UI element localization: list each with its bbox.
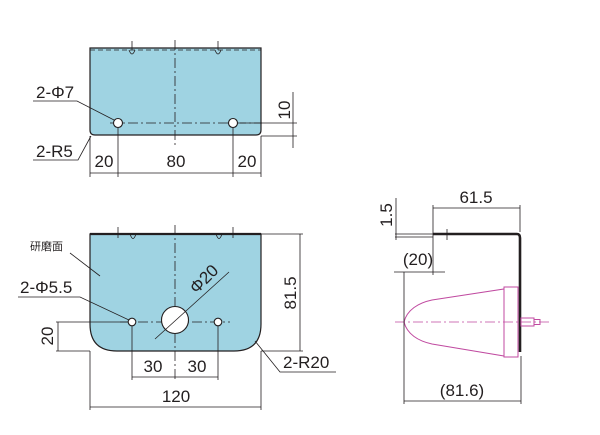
dim-center: 80 — [167, 152, 186, 171]
top-plate — [89, 47, 262, 136]
mounting-hole — [213, 317, 223, 327]
dimension-line — [240, 92, 297, 148]
dim-right: 20 — [238, 152, 257, 171]
dimension-line — [131, 326, 219, 380]
mounting-hole — [127, 317, 137, 327]
bracket-profile — [433, 232, 522, 352]
mounting-hole — [227, 117, 239, 129]
corner-callout: 2-R5 — [36, 142, 73, 161]
dimension-line — [89, 351, 262, 410]
diameter-line — [154, 271, 230, 340]
leader-line — [254, 340, 336, 373]
dim-hole-height: 20 — [38, 327, 57, 346]
dim-depth: 61.5 — [459, 188, 492, 207]
polished-surface-label: 研磨面 — [30, 240, 63, 253]
dimension-line — [56, 321, 128, 352]
lamp-body — [403, 288, 505, 357]
dim-hole-offset: 10 — [275, 101, 294, 120]
hidden-notch — [128, 41, 222, 55]
dimension-line — [261, 233, 303, 352]
slot-notch — [117, 227, 234, 239]
side-view: 61.5 1.5 (20) (81.6) — [377, 188, 550, 404]
leader-line — [18, 296, 130, 321]
dim-right-spacing: 30 — [188, 357, 207, 376]
hole-callout: 2-Φ7 — [36, 83, 74, 102]
corner-callout: 2-R20 — [283, 353, 329, 372]
leader-line — [69, 252, 101, 277]
dim-total: (81.6) — [440, 381, 484, 400]
dim-offset: (20) — [403, 250, 433, 269]
top-view: 2-Φ7 2-R5 10 20 80 20 — [33, 40, 297, 177]
dimension-line — [89, 128, 262, 177]
dim-height: 81.5 — [281, 276, 300, 309]
front-view: Φ20 研磨面 2-Φ5.5 20 81.5 2-R20 30 30 120 — [18, 225, 336, 410]
dim-thickness: 1.5 — [377, 203, 396, 227]
dim-left-spacing: 30 — [144, 357, 163, 376]
dim-width: 120 — [162, 387, 190, 406]
mounting-hole — [112, 117, 124, 129]
dimension-line — [394, 271, 522, 404]
dimension-line — [432, 205, 521, 275]
leader-line — [33, 135, 92, 161]
hole-callout: 2-Φ5.5 — [20, 278, 72, 297]
leader-line — [33, 100, 115, 121]
dimension-line — [395, 198, 433, 240]
dim-left: 20 — [95, 152, 114, 171]
